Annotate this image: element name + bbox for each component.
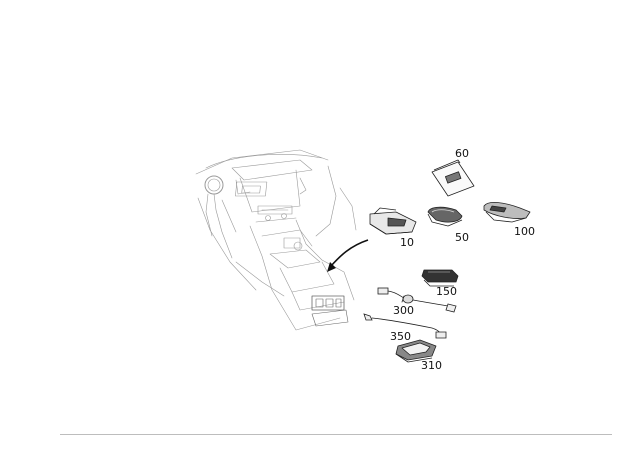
vehicle-interior-illustration xyxy=(195,149,357,331)
label-300: 300 xyxy=(393,304,414,317)
part-150-fob-drawing xyxy=(421,269,459,287)
part-60-booklet-drawing xyxy=(431,159,475,197)
part-310-holder-drawing xyxy=(395,339,437,363)
label-310: 310 xyxy=(421,359,442,372)
part-300-cable-drawing xyxy=(377,287,457,313)
label-350: 350 xyxy=(390,330,411,343)
footer-rule xyxy=(60,434,612,435)
label-100: 100 xyxy=(514,225,535,238)
label-150: 150 xyxy=(436,285,457,298)
label-50: 50 xyxy=(455,231,469,244)
part-10-key-holder-drawing xyxy=(369,207,417,235)
part-350-cable-drawing xyxy=(363,313,447,339)
part-100-key-drawing xyxy=(483,202,531,223)
pointer-arrow xyxy=(327,239,369,272)
label-10: 10 xyxy=(400,236,414,249)
part-50-key-drawing xyxy=(427,206,463,227)
label-60: 60 xyxy=(455,147,469,160)
